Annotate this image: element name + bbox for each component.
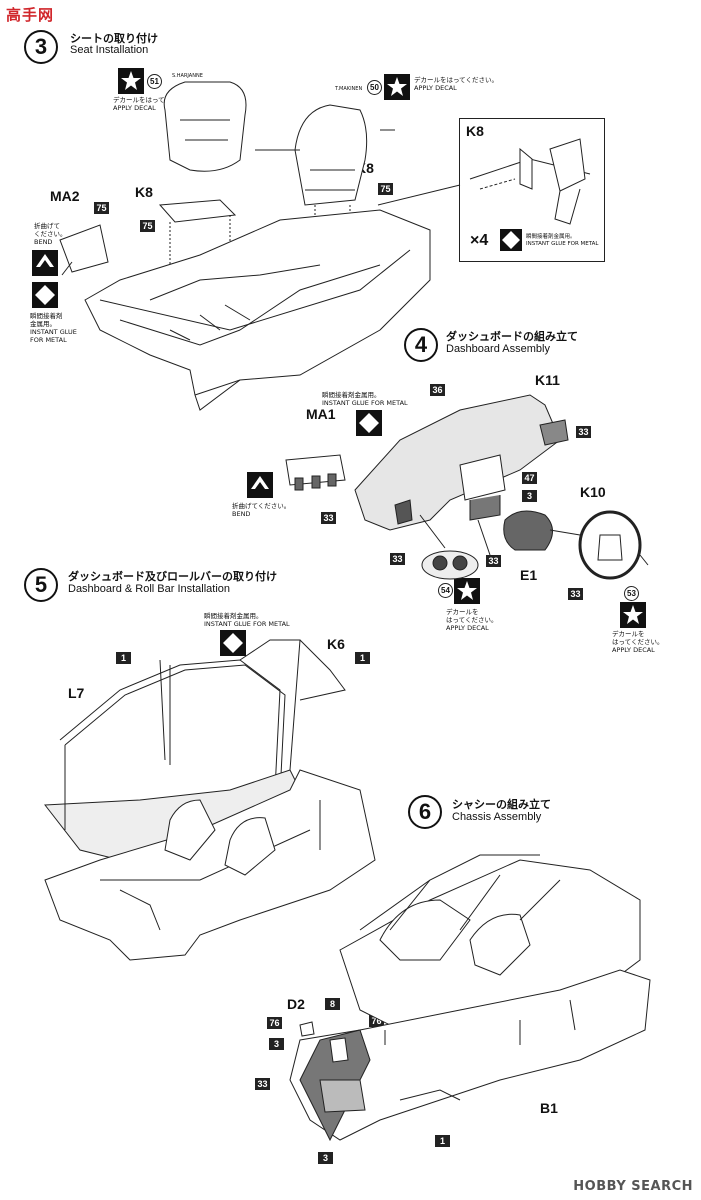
step-3-title-en: Seat Installation — [70, 44, 149, 56]
part-number-36: 36 — [430, 384, 445, 396]
part-number-53: 53 — [624, 586, 639, 601]
step-5-title-jp: ダッシュボード及びロールバーの取り付け — [68, 570, 277, 583]
watermark: 高手网 — [6, 6, 55, 24]
bend-icon — [32, 250, 58, 276]
part-number-50: 50 — [367, 80, 382, 95]
bracket-drawing — [469, 138, 591, 225]
glue-icon — [32, 282, 58, 308]
glue-note-en: INSTANT GLUE FOR METAL — [526, 241, 599, 247]
part-label-d2: D2 — [287, 996, 305, 1012]
star-icon — [454, 578, 480, 604]
part-label-e1: E1 — [520, 567, 538, 583]
seat-label-left: S.HARJANNE — [172, 73, 203, 79]
part-number-33: 33 — [486, 555, 501, 567]
part-number-75: 75 — [140, 220, 155, 232]
decal-note-en: APPLY DECAL — [113, 104, 156, 112]
decal-note-jp: デカールをはってください。 — [612, 630, 664, 646]
inset-detail-k8: K8 ×4 瞬間接着剤金属用。 INSTANT GLUE FOR METAL — [459, 118, 605, 262]
part-number-33: 33 — [568, 588, 583, 600]
decal-note-jp: デカールをはってください。 — [446, 608, 498, 624]
part-number-1: 1 — [355, 652, 370, 664]
bend-note-jp: 折曲げてください。 — [232, 502, 291, 510]
footer-brand: HOBBY SEARCH — [573, 1179, 693, 1194]
part-label-k11: K11 — [535, 372, 560, 388]
part-number-33: 33 — [321, 512, 336, 524]
star-icon — [620, 602, 646, 628]
part-number-1: 1 — [435, 1135, 450, 1147]
seat-label-right: T.MAKINEN — [335, 86, 363, 92]
part-number-33: 33 — [576, 426, 591, 438]
quantity-x4: ×4 — [470, 232, 489, 249]
part-label-l7: L7 — [68, 685, 85, 701]
part-number-1: 1 — [116, 652, 131, 664]
step-6-title-en: Chassis Assembly — [452, 811, 542, 823]
decal-note-jp: デカールをはってください。 — [113, 96, 197, 104]
part-number-47: 47 — [522, 472, 537, 484]
bend-note-en: BEND — [34, 238, 53, 246]
glue-note-jp: 瞬間接着剤金属用。 — [322, 391, 381, 399]
glue-note-jp: 瞬間接着剤金属用。 — [204, 612, 263, 620]
glue-icon — [220, 630, 246, 656]
part-label-ma1: MA1 — [306, 406, 336, 422]
glue-icon — [356, 410, 382, 436]
part-number-3: 3 — [522, 490, 537, 502]
part-label-b1: B1 — [540, 1100, 558, 1116]
part-number-75: 75 — [94, 202, 109, 214]
bend-note-en: BEND — [232, 510, 251, 518]
part-label-k10: K10 — [580, 484, 606, 500]
glue-note-en: INSTANT GLUE FOR METAL — [204, 620, 290, 628]
decal-note-en: APPLY DECAL — [414, 84, 457, 92]
step-4-title-jp: ダッシュボードの組み立て — [446, 330, 578, 343]
step-3-badge: 3 — [24, 30, 58, 64]
part-number-33: 33 — [255, 1078, 270, 1090]
part-number-75: 75 — [378, 183, 393, 195]
part-number-8: 8 — [325, 998, 340, 1010]
step-6-badge: 6 — [408, 795, 442, 829]
part-number-51: 51 — [147, 74, 162, 89]
step-5-badge: 5 — [24, 568, 58, 602]
glue-note-en: INSTANT GLUE FOR METAL — [322, 399, 408, 407]
decal-note-en: APPLY DECAL — [446, 624, 489, 632]
part-label-k6: K6 — [327, 636, 345, 652]
step-4-title-en: Dashboard Assembly — [446, 343, 550, 355]
bend-icon — [247, 472, 273, 498]
decal-note-en: APPLY DECAL — [612, 646, 655, 654]
part-label-ma2: MA2 — [50, 188, 80, 204]
star-icon — [384, 74, 410, 100]
glue-icon — [500, 229, 522, 251]
bend-note-jp: 折曲げてください。 — [34, 222, 67, 238]
part-label-k8: K8 — [135, 184, 153, 200]
part-number-33: 33 — [390, 553, 405, 565]
part-label-k8: K8 — [466, 123, 484, 139]
star-icon — [118, 68, 144, 94]
part-number-3: 3 — [269, 1038, 284, 1050]
glue-note-jp: 瞬間接着剤金属用。 — [526, 234, 576, 240]
step-6-title-jp: シャシーの組み立て — [452, 798, 551, 811]
decal-note-jp: デカールをはってください。 — [414, 76, 498, 84]
part-number-54: 54 — [438, 583, 453, 598]
step-4-badge: 4 — [404, 328, 438, 362]
part-number-3: 3 — [318, 1152, 333, 1164]
part-number-76: 76 — [267, 1017, 282, 1029]
step-3-title-jp: シートの取り付け — [70, 32, 158, 45]
step-5-title-en: Dashboard & Roll Bar Installation — [68, 583, 231, 595]
